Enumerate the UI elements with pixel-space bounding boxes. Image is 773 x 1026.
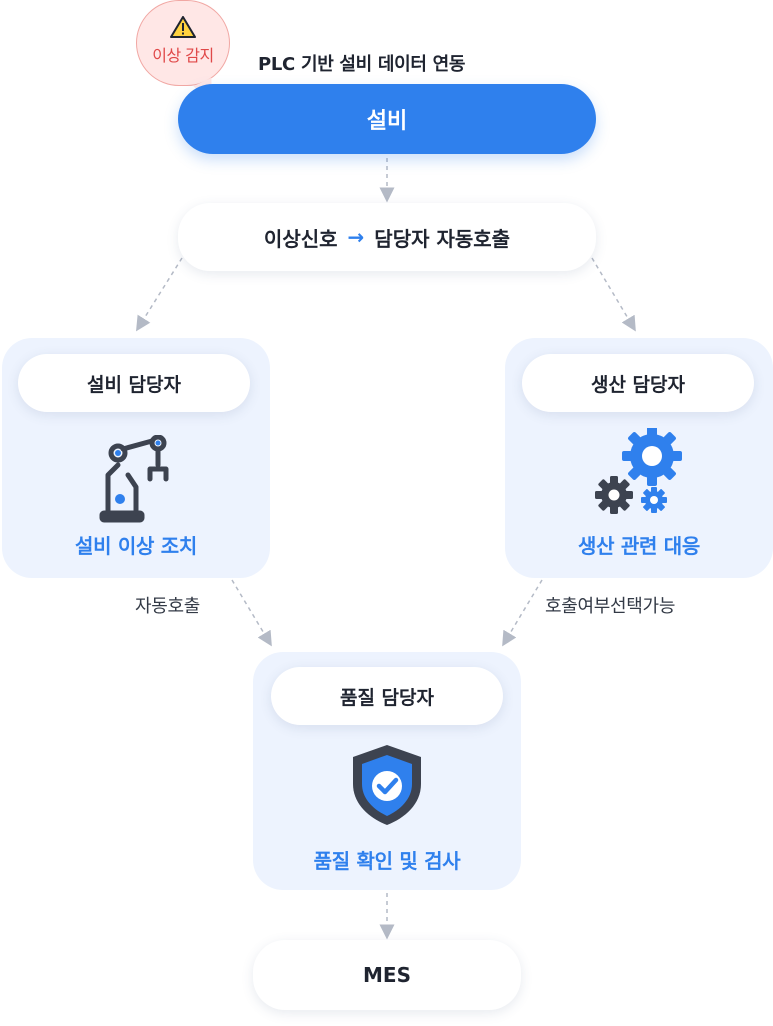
- production-manager-title: 생산 담당자: [522, 354, 754, 412]
- connector-signal-to-equipment-manager: [136, 257, 183, 332]
- plc-caption: PLC 기반 설비 데이터 연동: [258, 54, 466, 75]
- shield-check-icon: [353, 745, 421, 825]
- equipment-manager-task: 설비 이상 조치: [75, 534, 197, 558]
- connector-equipment-manager-to-quality: [231, 579, 272, 647]
- signal-node: 이상신호 → 담당자 자동호출: [178, 203, 596, 271]
- connector-production-manager-to-quality: [502, 579, 543, 647]
- signal-right-label: 담당자 자동호출: [374, 226, 511, 251]
- mes-label: MES: [363, 963, 411, 987]
- mes-node: MES: [253, 940, 521, 1010]
- production-manager-title-text: 생산 담당자: [590, 373, 685, 396]
- arrow-right-icon: →: [347, 225, 365, 249]
- gears-icon: [595, 428, 682, 514]
- equipment-manager-title: 설비 담당자: [18, 354, 250, 412]
- alert-bubble: 이상 감지: [136, 0, 230, 86]
- signal-left-label: 이상신호: [263, 226, 338, 251]
- production-manager-task: 생산 관련 대응: [578, 534, 700, 558]
- equipment-label: 설비: [366, 109, 408, 134]
- quality-manager-title: 품질 담당자: [271, 667, 503, 725]
- quality-manager-title-text: 품질 담당자: [339, 686, 434, 709]
- connector-signal-to-production-manager: [591, 257, 636, 332]
- optional-call-note: 호출여부선택가능: [545, 596, 676, 617]
- quality-manager-task: 품질 확인 및 검사: [313, 849, 461, 873]
- equipment-manager-title-text: 설비 담당자: [86, 373, 181, 396]
- robot-arm-icon: [99, 435, 169, 523]
- auto-call-note: 자동호출: [135, 596, 201, 617]
- warning-icon: [170, 16, 196, 38]
- alert-label: 이상 감지: [152, 46, 214, 65]
- equipment-node: 설비: [178, 84, 596, 154]
